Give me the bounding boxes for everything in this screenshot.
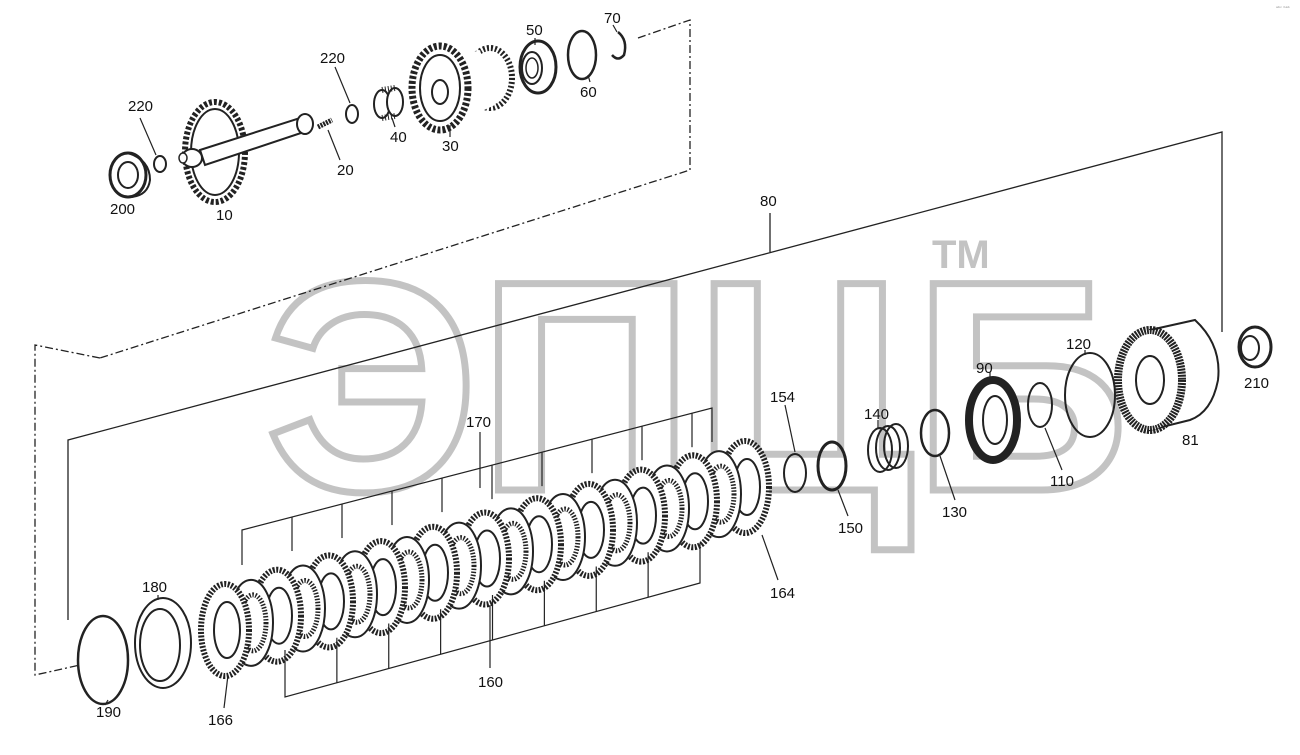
label-110: 110: [1050, 473, 1074, 490]
ring-154: [783, 453, 807, 493]
bearing-200: [108, 151, 152, 199]
disc-inner-edge: [213, 601, 241, 659]
bracket-170: [241, 407, 713, 565]
corner-mark: ᵃᵇᶜ ᵇᵃᵇ: [1276, 6, 1290, 12]
ring-60: [566, 29, 598, 81]
pin-20: [316, 117, 334, 130]
ring-130: [919, 408, 951, 458]
ring-150: [816, 440, 848, 492]
part-labels: 220 200 10 220 20 40 30 50 60 70 80 210 …: [96, 10, 1269, 729]
label-70: 70: [604, 10, 621, 27]
drum-81: [1114, 318, 1220, 434]
piston-90: [965, 376, 1021, 464]
label-200: 200: [110, 201, 135, 218]
top-group-bracket: [99, 19, 691, 359]
label-154: 154: [770, 389, 795, 406]
label-140: 140: [864, 406, 889, 423]
ring-190: [76, 614, 130, 706]
label-170: 170: [466, 414, 491, 431]
bearing-210: [1237, 325, 1273, 369]
label-81: 81: [1182, 432, 1199, 449]
label-10: 10: [216, 207, 233, 224]
bracket-170-ticks: [291, 413, 693, 552]
label-120: 120: [1066, 336, 1091, 353]
label-20: 20: [337, 162, 354, 179]
ring-220-right: [345, 104, 359, 124]
label-160: 160: [478, 674, 503, 691]
label-50: 50: [526, 22, 543, 39]
needle-bearing-40: [373, 85, 404, 121]
label-30: 30: [442, 138, 459, 155]
label-220-right: 220: [320, 50, 345, 67]
plate-180: [134, 597, 192, 689]
label-166: 166: [208, 712, 233, 729]
leader-lines: [104, 24, 1086, 709]
label-190: 190: [96, 704, 121, 721]
circlip-70: [611, 31, 627, 60]
group-80-bracket: [67, 131, 1223, 620]
bearing-50: [518, 39, 558, 95]
label-220-left: 220: [128, 98, 153, 115]
label-210: 210: [1244, 375, 1269, 392]
gear-30: [408, 42, 515, 134]
label-150: 150: [838, 520, 863, 537]
label-80: 80: [760, 193, 777, 210]
clutch-pack: [198, 438, 772, 679]
label-130: 130: [942, 504, 967, 521]
ring-110: [1027, 382, 1053, 428]
left-dashdot-bracket: [34, 344, 101, 676]
spring-140: [867, 423, 909, 473]
bracket-160-ticks: [336, 552, 649, 683]
shaft-gear-10: [178, 99, 314, 205]
label-164: 164: [770, 585, 795, 602]
label-90: 90: [976, 360, 993, 377]
watermark-tm: TM: [932, 233, 990, 277]
label-180: 180: [142, 579, 167, 596]
ring-120: [1064, 352, 1116, 438]
label-60: 60: [580, 84, 597, 101]
ring-220-left: [153, 155, 167, 173]
label-40: 40: [390, 129, 407, 146]
